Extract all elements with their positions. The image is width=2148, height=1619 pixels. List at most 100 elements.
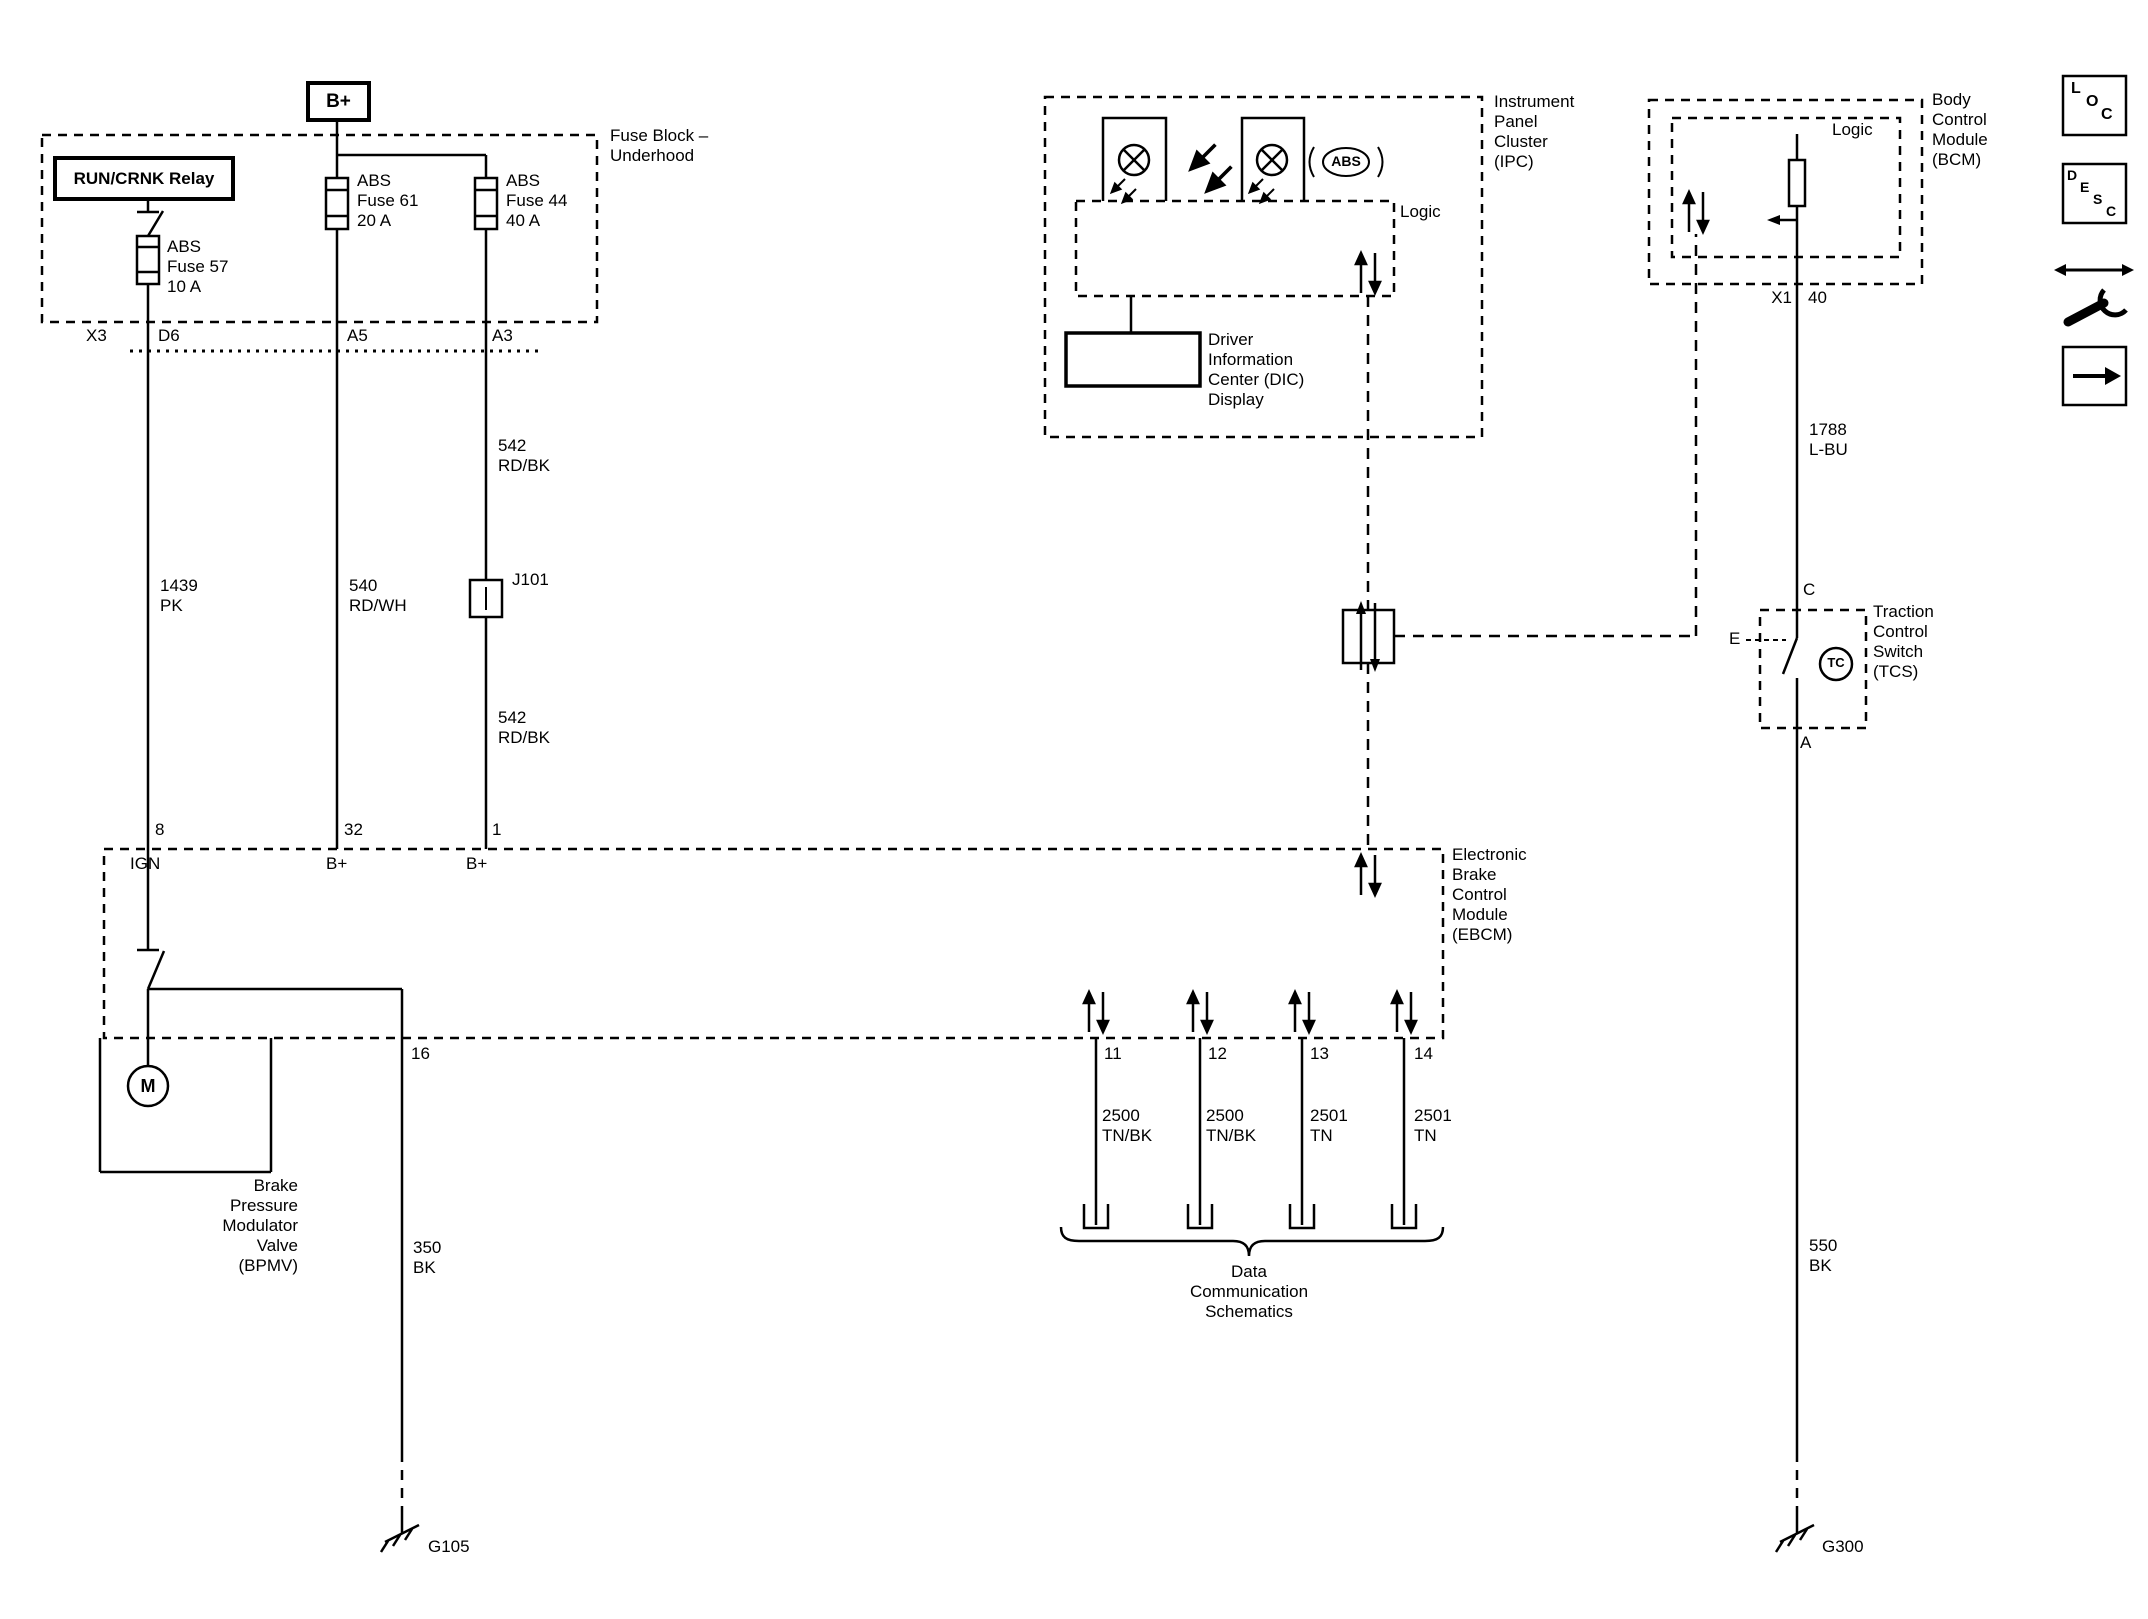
tc-icon-label: TC: [1827, 655, 1845, 670]
ebcm-pin-14: 14: [1414, 1044, 1433, 1063]
run-crnk-relay-label: RUN/CRNK Relay: [73, 169, 215, 188]
loc-letter-o: O: [2086, 93, 2099, 110]
bcm-module: [1647, 98, 1924, 605]
wire-2501-1-label: 2501 TN: [1310, 1106, 1348, 1146]
bcm-logic-label: Logic: [1832, 120, 1873, 139]
splice-j101-label: J101: [512, 570, 549, 589]
wire-2500-1-label: 2500 TN/BK: [1102, 1106, 1153, 1146]
tcs-switch-blade: [1781, 637, 1799, 675]
desc-letter-s: S: [2093, 191, 2103, 207]
wrench-icon: [2063, 298, 2109, 327]
abs-badge-label: ABS: [1331, 153, 1361, 169]
ipc-logic-outline: [1074, 199, 1396, 298]
bcm-driver-symbol: [1787, 158, 1807, 208]
bcm-logic-outline: [1670, 116, 1902, 259]
ebcm-pin-8: 8: [155, 820, 165, 839]
wire-542-upper-label: 542 RD/BK: [498, 436, 550, 476]
relay-contact-blade: [146, 210, 165, 237]
sidebar-icons: [2054, 74, 2134, 407]
ebcm-outline: [102, 847, 1445, 1040]
tcs-e-label: E: [1729, 629, 1741, 648]
ebcm-pin-1: 1: [492, 820, 502, 839]
wire-542-lower-label: 542 RD/BK: [498, 708, 550, 748]
b-plus-terminal-box: [306, 81, 371, 122]
wire-550-label: 550 BK: [1809, 1236, 1838, 1276]
wire-1439-label: 1439 PK: [160, 576, 198, 616]
tcs-title: Traction Control Switch (TCS): [1873, 602, 1934, 682]
fuse-61-label: ABS Fuse 61 20 A: [357, 171, 419, 231]
motor-m-label: M: [140, 1076, 156, 1096]
run-crnk-relay-box: [53, 156, 235, 201]
bpmv-title: Brake Pressure Modulator Valve (BPMV): [222, 1176, 298, 1276]
ebcm-title: Electronic Brake Control Module (EBCM): [1452, 845, 1527, 945]
loc-letter-c: C: [2101, 106, 2113, 123]
wire-2501-2-label: 2501 TN: [1414, 1106, 1452, 1146]
serial-data-lines: [1366, 234, 1698, 849]
ebcm-pin-12: 12: [1208, 1044, 1227, 1063]
desc-button-box: [2061, 162, 2128, 225]
pin-d6-label: D6: [158, 326, 180, 345]
ebcm-module: [98, 847, 1445, 1554]
ground-g300-symbol: [1774, 1510, 1816, 1554]
pin-a3-label: A3: [492, 326, 513, 345]
wire-540-label: 540 RD/WH: [349, 576, 407, 616]
connector-x3-label: X3: [86, 326, 107, 345]
ebcm-pin-8-name: IGN: [130, 854, 161, 873]
fuse-57-label: ABS Fuse 57 10 A: [167, 237, 229, 297]
fuse-44-symbol: [473, 176, 499, 231]
fuse-block-outline: [40, 133, 599, 324]
dic-label: Driver Information Center (DIC) Display: [1208, 330, 1305, 410]
bcm-title: Body Control Module (BCM): [1932, 90, 1988, 170]
bcm-pin-40: 40: [1808, 288, 1827, 307]
bcm-output-arrow: [1767, 215, 1780, 225]
ipc-serial-data-arrows: [1354, 251, 1382, 295]
fuse-61-symbol: [324, 176, 350, 231]
second-indicator-lamp: [1240, 116, 1306, 201]
instrument-panel-cluster: [1043, 95, 1484, 439]
ebcm-pin-11: 11: [1104, 1044, 1122, 1063]
traction-control-switch: [1746, 605, 1868, 1554]
pin-a5-label: A5: [347, 326, 368, 345]
fuse-44-label: ABS Fuse 44 40 A: [506, 171, 568, 231]
wire-1788-label: 1788 L-BU: [1809, 420, 1848, 460]
serial-data-connector: [1341, 601, 1396, 672]
desc-letter-d: D: [2067, 167, 2078, 183]
data-comm-brace: [1059, 1226, 1445, 1257]
battery-feed-wiring: [306, 81, 504, 849]
ebcm-switch-blade: [146, 950, 166, 990]
ebcm-pin-13: 13: [1310, 1044, 1329, 1063]
tcs-outline: [1758, 608, 1868, 730]
ipc-title: Instrument Panel Cluster (IPC): [1494, 92, 1575, 172]
ebcm-serial-arrows: [1354, 853, 1382, 897]
forward-button-box: [2061, 345, 2128, 407]
ipc-logic-label: Logic: [1400, 202, 1441, 221]
ebcm-pin-32: 32: [344, 820, 363, 839]
bcm-serial-arrows: [1682, 190, 1710, 234]
tcs-pin-a: A: [1800, 733, 1812, 752]
bcm-outline: [1647, 98, 1924, 286]
wire-350-label: 350 BK: [413, 1238, 442, 1278]
ipc-outline: [1043, 95, 1484, 439]
ground-g105-label: G105: [428, 1537, 470, 1556]
tc-icon-circle: [1818, 646, 1854, 682]
abs-badge: [1322, 147, 1370, 177]
loc-letter-l: L: [2071, 80, 2081, 97]
dic-display-box: [1064, 331, 1202, 388]
ebcm-pin-1-name: B+: [466, 854, 488, 873]
desc-letter-e: E: [2080, 179, 2090, 195]
pump-motor-symbol: [126, 1064, 170, 1108]
abs-indicator-lamp: [1101, 116, 1168, 201]
ebcm-pin-16: 16: [411, 1044, 430, 1063]
data-comm-label: Data Communication Schematics: [1189, 1262, 1309, 1322]
b-plus-label: B+: [326, 91, 351, 112]
ground-g300-label: G300: [1822, 1537, 1864, 1556]
ebcm-pin-32-name: B+: [326, 854, 348, 873]
traction-indicator-arrows: [1192, 145, 1215, 168]
ground-g105-symbol: [379, 1510, 421, 1554]
wire-2500-2-label: 2500 TN/BK: [1206, 1106, 1257, 1146]
bcm-conn-x1: X1: [1771, 288, 1792, 307]
loc-button-box: [2061, 74, 2128, 137]
fuse-block-title: Fuse Block – Underhood: [610, 126, 709, 166]
